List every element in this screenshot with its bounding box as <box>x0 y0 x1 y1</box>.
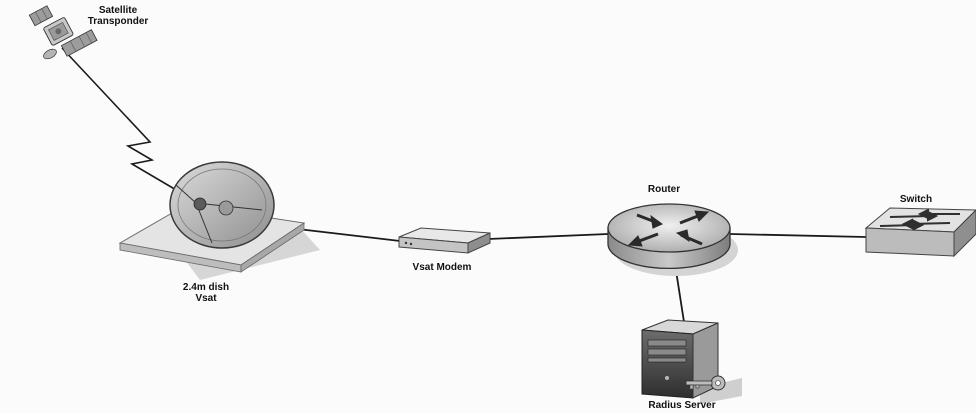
router-icon <box>607 203 738 276</box>
router-label: Router <box>624 184 704 195</box>
server-label: Radius Server <box>632 400 732 411</box>
link-router-switch <box>729 233 867 238</box>
satellite-label-line1: Satellite <box>98 5 138 16</box>
switch-icon <box>864 207 976 258</box>
satellite-icon <box>28 5 98 60</box>
satellite-label-line2: Transponder <box>87 16 149 27</box>
router-label-text: Router <box>647 184 681 195</box>
satellite-label: Satellite Transponder <box>78 5 158 27</box>
server-label-text: Radius Server <box>648 400 716 411</box>
modem-label: Vsat Modem <box>392 262 492 273</box>
dish-label: 2.4m dish Vsat <box>166 282 246 304</box>
link-modem-router <box>487 233 609 240</box>
modem-label-text: Vsat Modem <box>412 262 472 273</box>
switch-label: Switch <box>886 194 946 205</box>
key-icon <box>685 375 726 391</box>
satellite-dish-icon <box>118 161 320 280</box>
switch-label-text: Switch <box>899 194 933 205</box>
dish-label-line1: 2.4m dish <box>182 282 230 293</box>
wireless-link-satellite-dish <box>61 47 201 205</box>
dish-label-line2: Vsat <box>195 293 217 304</box>
server-icon <box>641 319 742 404</box>
modem-icon <box>398 227 491 254</box>
